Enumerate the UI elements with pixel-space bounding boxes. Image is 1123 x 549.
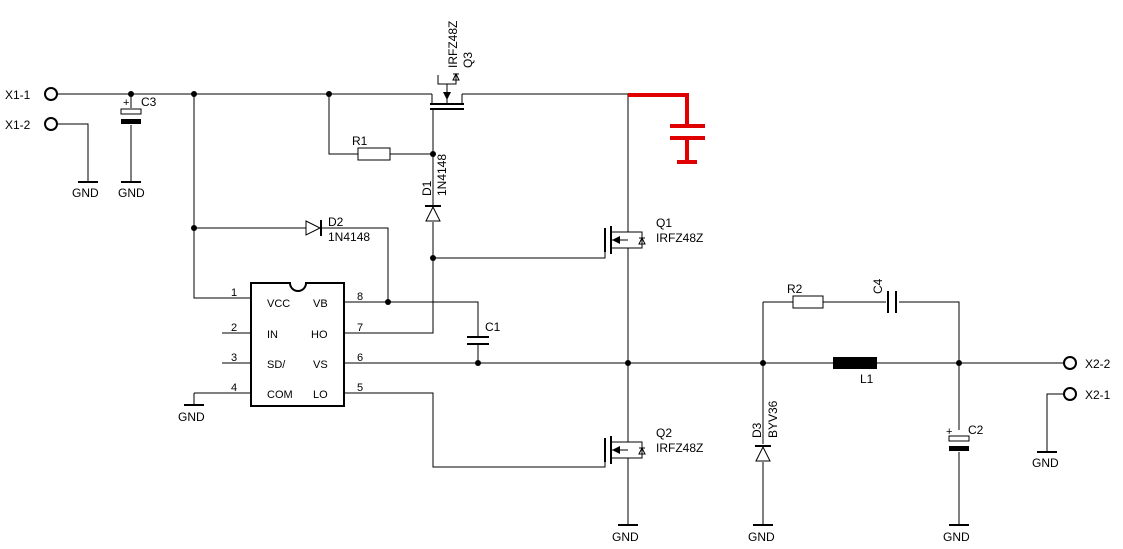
capacitor-c4[interactable]: C4: [871, 278, 897, 313]
ic-pin-6-num: 6: [357, 352, 363, 364]
l1-label: L1: [860, 372, 874, 386]
gnd-x2-1: GND: [1032, 451, 1059, 470]
d3-label: D3: [750, 422, 764, 438]
capacitor-c2[interactable]: + C2: [946, 423, 984, 451]
c4-label: C4: [871, 278, 885, 294]
q3-value: IRFZ48Z: [446, 21, 460, 68]
ic-pin-in: IN: [267, 329, 278, 341]
highlighted-capacitor[interactable]: [628, 93, 705, 164]
gnd-c2: GND: [943, 524, 970, 544]
resistor-r2[interactable]: R2: [787, 282, 824, 309]
ic-pin-8-num: 8: [357, 291, 363, 303]
gnd-label: GND: [1032, 456, 1059, 470]
polarity-mark: +: [946, 426, 952, 438]
r2-label: R2: [787, 282, 803, 296]
ic-pin-4-num: 4: [231, 382, 237, 394]
gnd-label: GND: [72, 186, 99, 200]
mosfet-q3[interactable]: IRFZ48Z Q3: [430, 21, 475, 110]
gnd-label: GND: [612, 530, 639, 544]
d1-label: D1: [420, 180, 434, 196]
connector-x2-2-label: X2-2: [1085, 357, 1111, 371]
c2-label: C2: [968, 423, 984, 437]
connector-x2-1[interactable]: X2-1: [1063, 387, 1111, 402]
connector-x2-2[interactable]: X2-2: [1063, 356, 1111, 371]
q2-label: Q2: [656, 426, 672, 440]
ic-pin-5-num: 5: [357, 382, 363, 394]
connector-x1-2[interactable]: X1-2: [5, 117, 58, 132]
gnd-label: GND: [118, 186, 145, 200]
gnd-ic-com: GND: [178, 404, 205, 424]
gnd-label: GND: [178, 410, 205, 424]
gnd-label: GND: [943, 530, 970, 544]
polarity-mark: +: [123, 97, 129, 109]
mosfet-q2[interactable]: Q2 IRFZ48Z: [604, 426, 703, 468]
ic-pin-com: COM: [267, 389, 293, 401]
connector-x2-1-label: X2-1: [1085, 388, 1111, 402]
wires: [57, 93, 1064, 525]
r1-label: R1: [352, 134, 368, 148]
ic-pin-vcc: VCC: [267, 298, 290, 310]
gnd-c3: GND: [118, 181, 145, 200]
connector-x1-1-label: X1-1: [5, 88, 31, 102]
gnd-label: GND: [748, 530, 775, 544]
ic-pin-1-num: 1: [231, 287, 237, 299]
capacitor-c1[interactable]: C1: [467, 320, 501, 345]
ic-pin-2-num: 2: [231, 322, 237, 334]
c3-label: C3: [141, 95, 157, 109]
resistor-r1[interactable]: R1: [352, 134, 391, 161]
ic-pin-3-num: 3: [231, 352, 237, 364]
gnd-q2: GND: [612, 524, 639, 544]
q1-value: IRFZ48Z: [656, 231, 703, 245]
ic-pin-lo: LO: [313, 389, 328, 401]
gnd-x1-2: GND: [72, 181, 99, 200]
gate-driver-ic[interactable]: 1 VCC 2 IN 3 SD/ 4 COM 8 VB 7 HO 6 VS 5 …: [231, 282, 363, 407]
c1-label: C1: [485, 320, 501, 334]
ic-pin-vb: VB: [313, 298, 328, 310]
inductor-l1[interactable]: L1: [833, 357, 877, 386]
junctions: [128, 91, 962, 366]
connector-x1-1[interactable]: X1-1: [5, 87, 58, 102]
diode-d1[interactable]: D1 1N4148: [420, 154, 449, 222]
q1-label: Q1: [656, 216, 672, 230]
diode-d2[interactable]: D2 1N4148: [305, 215, 370, 244]
diode-d3[interactable]: D3 BYV36: [750, 400, 780, 462]
d3-value: BYV36: [766, 400, 780, 438]
q3-label: Q3: [461, 52, 475, 68]
d1-value: 1N4148: [435, 154, 449, 196]
ic-pin-ho: HO: [311, 329, 328, 341]
connector-x1-2-label: X1-2: [5, 118, 31, 132]
capacitor-c3[interactable]: + C3: [120, 95, 157, 124]
ic-pin-7-num: 7: [357, 322, 363, 334]
ic-pin-sd: SD/: [267, 359, 286, 371]
q2-value: IRFZ48Z: [656, 441, 703, 455]
d2-label: D2: [328, 215, 344, 229]
d2-value: 1N4148: [328, 230, 370, 244]
gnd-d3: GND: [748, 524, 775, 544]
mosfet-q1[interactable]: Q1 IRFZ48Z: [604, 216, 703, 258]
ic-pin-vs: VS: [313, 359, 328, 371]
